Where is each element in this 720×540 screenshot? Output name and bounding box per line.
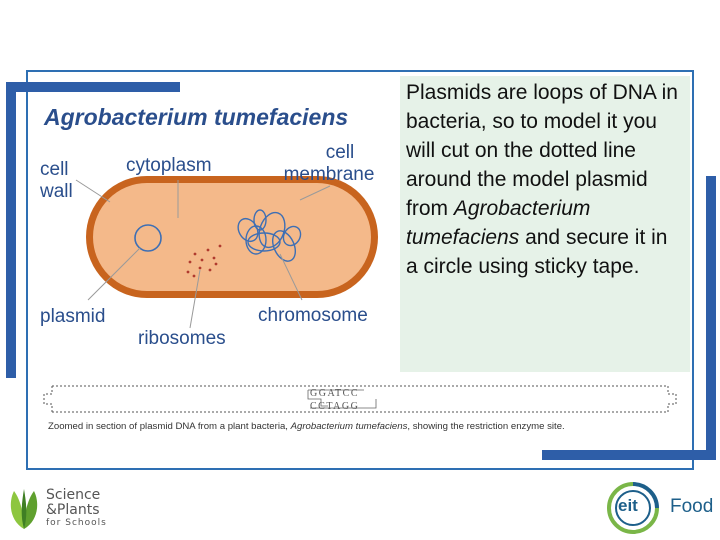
- eit-food-logo: eit Food: [598, 480, 718, 538]
- label-cell-wall-line1: cell: [40, 159, 73, 181]
- caption-italic: Agrobacterium tumefaciens: [291, 421, 408, 432]
- logo-left-line1: Science: [46, 487, 100, 503]
- science-plants-logo: Science &Plants for Schools: [4, 485, 144, 535]
- caption-part2: , showing the restriction enzyme site.: [407, 421, 564, 432]
- caption-part1: Zoomed in section of plasmid DNA from a …: [48, 421, 291, 432]
- info-text-box: Plasmids are loops of DNA in bacteria, s…: [400, 76, 690, 372]
- diagram-title: Agrobacterium tumefaciens: [44, 104, 348, 131]
- label-plasmid: plasmid: [40, 306, 105, 328]
- dna-bottom-strand: CCTAGG: [310, 401, 359, 412]
- logo-left-line2: &Plants: [46, 502, 99, 518]
- label-chromosome: chromosome: [258, 305, 368, 327]
- plasmid-dna-strip: [40, 382, 680, 418]
- label-cytoplasm: cytoplasm: [126, 155, 212, 177]
- label-ribosomes: ribosomes: [138, 328, 226, 350]
- label-cell-wall: cell wall: [40, 159, 73, 203]
- logo-left-line3: for Schools: [46, 518, 107, 528]
- eit-food-text: Food: [670, 496, 713, 518]
- label-cell-wall-line2: wall: [40, 181, 73, 203]
- label-cell-membrane: cell membrane: [274, 142, 384, 186]
- leaf-icon: [6, 487, 42, 531]
- eit-mark-text: eit: [618, 496, 638, 516]
- decor-bar-top: [6, 82, 180, 92]
- decor-bar-left: [6, 82, 16, 378]
- decor-bar-bottom: [542, 450, 716, 460]
- label-cell-membrane-line2: membrane: [274, 164, 384, 186]
- strip-caption: Zoomed in section of plasmid DNA from a …: [48, 421, 565, 432]
- decor-bar-right: [706, 176, 716, 460]
- dna-top-strand: GGATCC: [310, 388, 359, 399]
- label-cell-membrane-line1: cell: [274, 142, 384, 164]
